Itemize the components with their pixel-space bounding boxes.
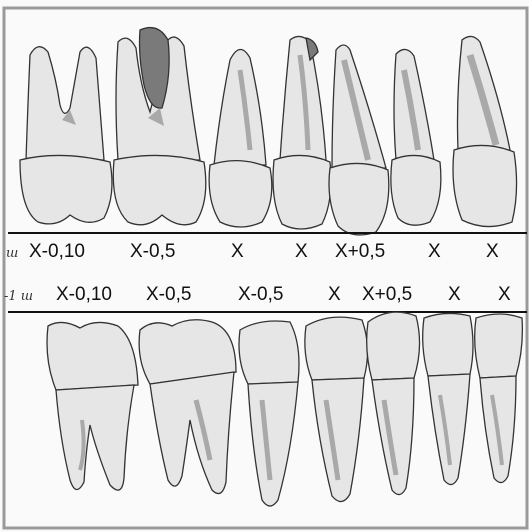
- upper-molar-2: [113, 28, 206, 225]
- upper-teeth: [20, 28, 517, 235]
- upper-premolar-1: [209, 49, 272, 227]
- lower-lateral-incisor: [423, 313, 473, 484]
- lower-premolar-1: [239, 321, 299, 506]
- lower-teeth: [47, 312, 522, 506]
- lower-label-1: X-0,10: [56, 285, 112, 305]
- upper-canine: [329, 45, 389, 235]
- upper-label-7: X: [486, 242, 499, 262]
- upper-row-prefix: ш: [6, 244, 18, 264]
- lower-molar-1: [47, 322, 138, 490]
- lower-premolar-2: [305, 317, 368, 501]
- upper-molar-1: [20, 47, 112, 224]
- upper-premolar-2: [273, 36, 331, 229]
- lower-label-7: X: [498, 285, 511, 305]
- upper-label-4: X: [295, 242, 308, 262]
- upper-label-1: X-0,10: [29, 242, 85, 262]
- upper-label-3: X: [231, 242, 244, 262]
- upper-label-5: X+0,5: [335, 242, 385, 262]
- lower-label-2: X-0,5: [146, 285, 191, 305]
- lower-row-prefix: -1 ш: [4, 287, 33, 307]
- lower-central-incisor: [475, 314, 523, 483]
- lower-canine: [367, 312, 420, 494]
- lower-label-4: X: [328, 285, 341, 305]
- upper-lateral-incisor: [391, 49, 441, 225]
- lower-molar-2: [139, 320, 236, 494]
- lower-label-5: X+0,5: [362, 285, 412, 305]
- upper-central-incisor: [453, 36, 517, 226]
- lower-label-6: X: [448, 285, 461, 305]
- upper-label-6: X: [428, 242, 441, 262]
- upper-label-2: X-0,5: [130, 242, 175, 262]
- lower-label-3: X-0,5: [238, 285, 283, 305]
